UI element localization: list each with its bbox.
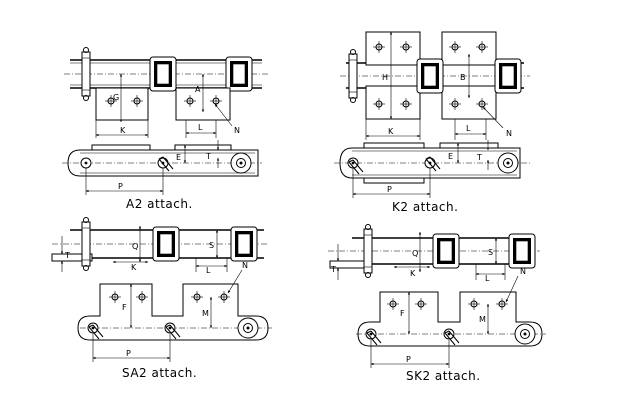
dim-label-l: L: [485, 274, 490, 283]
a2-top-view: [64, 47, 270, 138]
dim-label-n: N: [242, 261, 248, 270]
k2-top-view: [340, 31, 530, 140]
dim-label-t: T: [330, 265, 336, 274]
caption-sa2: SA2 attach.: [122, 366, 197, 380]
dim-label-s: S: [488, 248, 493, 257]
dim-label-t: T: [476, 153, 482, 162]
caption-a2: A2 attach.: [126, 197, 193, 211]
dim-label-e: E: [448, 152, 453, 161]
dim-label-m: M: [202, 309, 209, 318]
dim-label-l: L: [198, 123, 203, 132]
dim-label-g: G: [113, 93, 119, 102]
dim-label-m: M: [479, 315, 486, 324]
k2-dimension-labels: H B K L N E T P: [382, 73, 512, 194]
a2-dimension-labels: G A K L N E T P: [113, 85, 240, 191]
dim-label-k: K: [410, 269, 416, 278]
dim-label-t: T: [64, 251, 70, 260]
dim-label-p: P: [118, 182, 123, 191]
sk2-top-view: [328, 224, 540, 303]
sa2-side-view: [77, 283, 272, 362]
caption-sk2: SK2 attach.: [406, 369, 481, 383]
dim-label-p: P: [406, 355, 411, 364]
sa2-dimension-labels: T Q S K L N F M P: [64, 241, 248, 358]
dim-label-s: S: [209, 241, 214, 250]
caption-k2: K2 attach.: [392, 200, 458, 214]
k2-side-view: [334, 140, 530, 198]
dim-label-n: N: [234, 126, 240, 135]
dim-label-k: K: [388, 127, 394, 136]
dim-label-n: N: [506, 129, 512, 138]
sk2-side-view: [356, 291, 546, 368]
dim-label-q: Q: [132, 242, 138, 251]
dim-label-k: K: [131, 263, 137, 272]
dim-label-k: K: [120, 126, 126, 135]
dim-label-l: L: [466, 124, 471, 133]
dim-label-l: L: [206, 266, 211, 275]
dim-label-h: H: [382, 73, 388, 82]
a2-side-view: [62, 140, 262, 195]
dim-label-p: P: [387, 185, 392, 194]
sa2-top-view: [51, 217, 268, 294]
dim-label-t: T: [205, 152, 211, 161]
dim-label-f: F: [400, 309, 405, 318]
dim-label-b: B: [460, 73, 466, 82]
dim-label-n: N: [520, 267, 526, 276]
sk2-dimension-labels: T Q S K L N F M P: [330, 248, 526, 364]
dim-label-a: A: [195, 85, 201, 94]
dim-label-e: E: [176, 153, 181, 162]
dim-label-p: P: [126, 349, 131, 358]
dim-label-q: Q: [412, 249, 418, 258]
dim-label-f: F: [122, 303, 127, 312]
